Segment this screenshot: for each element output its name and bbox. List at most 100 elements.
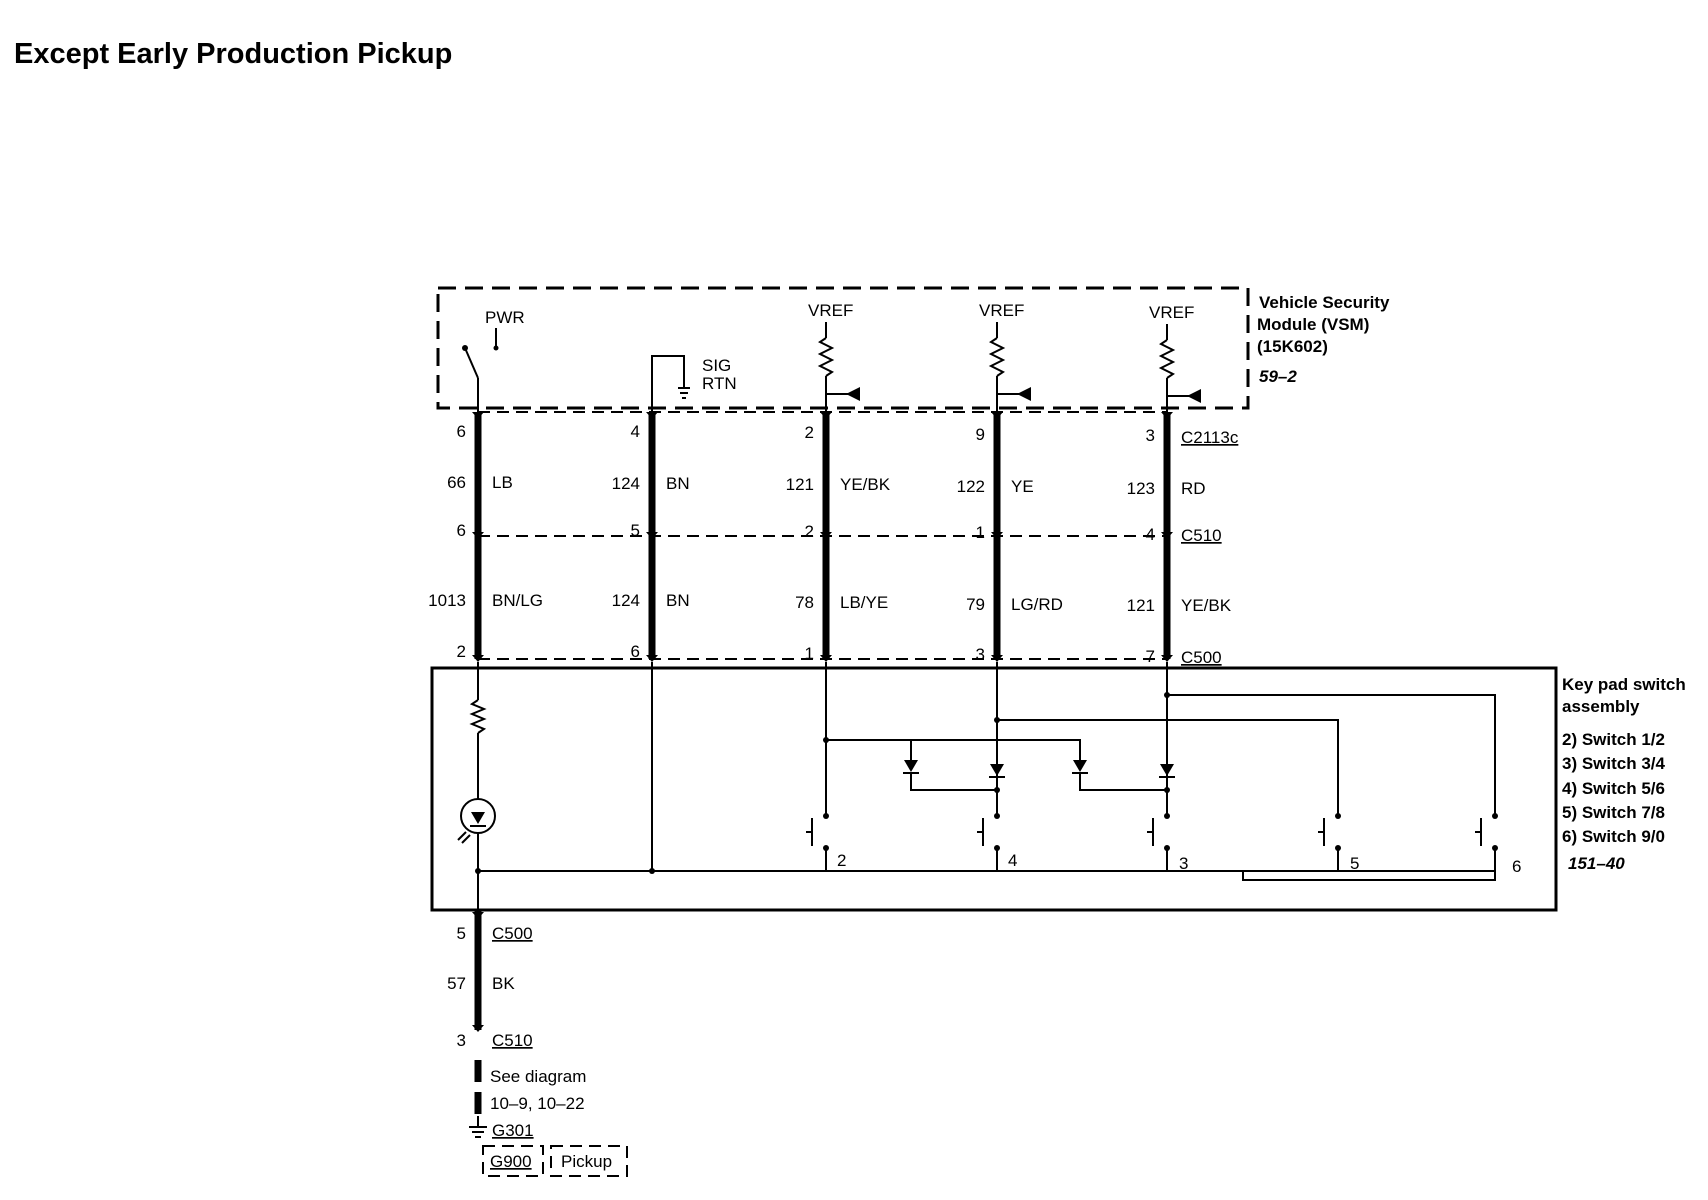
ground-connector-c510: C510: [492, 1031, 533, 1050]
pin-c500-1: 2: [457, 642, 466, 661]
color-lower-1: BN/LG: [492, 591, 543, 610]
pin-vsm-4: 9: [976, 425, 985, 444]
sig-label: SIG: [702, 356, 731, 375]
vsm-name-line1: Vehicle Security: [1259, 293, 1390, 312]
ground-pin-c500: 5: [457, 924, 466, 943]
vref-label-1: VREF: [808, 301, 853, 320]
circuit-upper-1: 66: [447, 473, 466, 492]
return-bus-jog: [1242, 871, 1496, 881]
pin-vsm-5: 3: [1146, 426, 1155, 445]
keypad-switch-2: 3) Switch 3/4: [1562, 754, 1666, 773]
switch-number-5: 6: [1512, 857, 1521, 876]
vref-label-3: VREF: [1149, 303, 1194, 322]
switch-number-2: 4: [1008, 851, 1017, 870]
vsm-boundary: [436, 286, 1250, 410]
circuit-upper-3: 121: [786, 475, 814, 494]
ground-point-label: G301: [492, 1121, 534, 1140]
see-diagram-line1: See diagram: [490, 1067, 586, 1086]
switch-number-3: 3: [1179, 854, 1188, 873]
input-arrow-icon: [846, 387, 860, 401]
diode-icon: [903, 760, 919, 774]
push-switch-1: 2: [806, 813, 846, 871]
diode-icon: [1159, 764, 1175, 778]
keypad-switch-4: 5) Switch 7/8: [1562, 803, 1665, 822]
circuit-upper-5: 123: [1127, 479, 1155, 498]
vsm-name-line2: Module (VSM): [1257, 315, 1369, 334]
pin-vsm-3: 2: [805, 423, 814, 442]
vref-pullup-2: VREF: [979, 301, 1031, 412]
pin-c510-1: 6: [457, 521, 466, 540]
push-switch-2: 4: [977, 813, 1017, 871]
pickup-box: [550, 1145, 628, 1177]
vref-pullup-1: VREF: [808, 301, 860, 412]
push-switch-5: 6: [1475, 813, 1521, 880]
keypad-boundary: [430, 666, 1558, 912]
color-upper-1: LB: [492, 473, 513, 492]
pin-c500-3: 1: [805, 644, 814, 663]
g900-box: [482, 1145, 544, 1177]
resistor-icon: [817, 337, 835, 377]
resistor-icon: [1158, 339, 1176, 379]
circuit-lower-5: 121: [1127, 596, 1155, 615]
color-upper-5: RD: [1181, 479, 1206, 498]
pin-vsm-2: 4: [631, 422, 640, 441]
pickup-label: Pickup: [561, 1152, 612, 1171]
keypad-name-line1: Key pad switch: [1562, 675, 1686, 694]
pin-c500-4: 3: [976, 645, 985, 664]
pwr-label: PWR: [485, 308, 525, 327]
circuit-upper-4: 122: [957, 477, 985, 496]
color-lower-4: LG/RD: [1011, 595, 1063, 614]
keypad-name-line2: assembly: [1562, 697, 1640, 716]
connector-c500-label: C500: [1181, 648, 1222, 667]
connector-pin-markers: [472, 412, 1173, 662]
color-upper-4: YE: [1011, 477, 1034, 496]
circuit-lower-2: 124: [612, 591, 640, 610]
pin-c510-5: 4: [1146, 525, 1155, 544]
keypad-switch-1: 2) Switch 1/2: [1562, 730, 1665, 749]
ground-icon: [469, 1116, 487, 1138]
circuit-lower-3: 78: [795, 593, 814, 612]
pin-c500-5: 7: [1146, 647, 1155, 666]
input-arrow-icon: [1187, 389, 1201, 403]
ground-wire-color: BK: [492, 974, 515, 993]
circuit-lower-1: 1013: [428, 591, 466, 610]
switch-number-1: 2: [837, 851, 846, 870]
vref-pullup-3: VREF: [1149, 303, 1201, 412]
resistor-icon: [469, 699, 487, 734]
pin-c510-3: 2: [805, 522, 814, 541]
circuit-upper-2: 124: [612, 474, 640, 493]
pin-vsm-1: 6: [457, 422, 466, 441]
see-diagram-line2: 10–9, 10–22: [490, 1094, 585, 1113]
diode-icon: [989, 764, 1005, 778]
connector-c510-label: C510: [1181, 526, 1222, 545]
rtn-label: RTN: [702, 374, 737, 393]
color-upper-2: BN: [666, 474, 690, 493]
ground-circuit: 57: [447, 974, 466, 993]
feed-switch-6: [1167, 694, 1496, 816]
g900-label: G900: [490, 1152, 532, 1171]
circuit-lower-4: 79: [966, 595, 985, 614]
ground-connector-c500: C500: [492, 924, 533, 943]
diode-bus-top: [826, 739, 1081, 760]
pwr-switch-blade: [464, 347, 479, 379]
sig-rtn-ground-icon: [678, 387, 690, 399]
page-title: Except Early Production Pickup: [14, 38, 452, 70]
color-lower-3: LB/YE: [840, 593, 888, 612]
connector-c2113c-label: C2113c: [1181, 428, 1239, 447]
ground-pin-c510: 3: [457, 1031, 466, 1050]
push-switch-3: 3: [1147, 813, 1188, 873]
vsm-part-number: (15K602): [1257, 337, 1328, 356]
color-upper-3: YE/BK: [840, 475, 891, 494]
diode-link-1: [910, 773, 997, 791]
keypad-switch-3: 4) Switch 5/6: [1562, 779, 1665, 798]
input-arrow-icon: [1017, 387, 1031, 401]
vref-label-2: VREF: [979, 301, 1024, 320]
diode-icon: [1072, 760, 1088, 774]
pin-c510-2: 5: [631, 521, 640, 540]
color-lower-2: BN: [666, 591, 690, 610]
vsm-page-ref: 59–2: [1259, 367, 1297, 386]
feed-switch-5: [997, 719, 1339, 816]
led-icon: [457, 798, 496, 844]
resistor-icon: [988, 337, 1006, 377]
